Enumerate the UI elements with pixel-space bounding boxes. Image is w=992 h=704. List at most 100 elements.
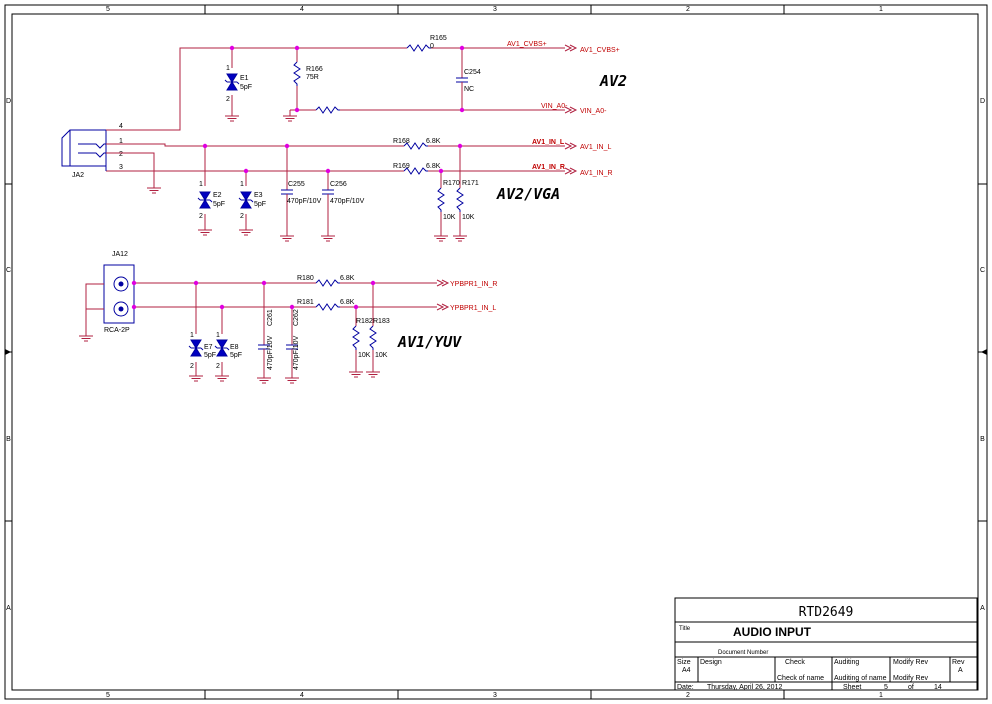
ja2-pin-2: 2 bbox=[119, 151, 123, 158]
size-value: A4 bbox=[682, 667, 691, 674]
r170-ref: R170 bbox=[443, 180, 460, 187]
tvs-diode-e1 bbox=[224, 73, 240, 91]
tvs-diode-e7 bbox=[188, 339, 204, 357]
zone-row-d: D bbox=[6, 98, 11, 105]
ground-ja12 bbox=[78, 329, 94, 342]
junction-ja12-pin-b bbox=[131, 304, 137, 310]
project-name: RTD2649 bbox=[799, 605, 854, 620]
ground-e1 bbox=[224, 109, 240, 122]
rev-label: Rev bbox=[952, 659, 965, 666]
c254-value: NC bbox=[464, 86, 474, 93]
zone-col-5-bottom: 5 bbox=[106, 692, 110, 699]
e1-ref: E1 bbox=[240, 75, 249, 82]
net-label-av1-in-r: AV1_IN_R bbox=[532, 164, 565, 171]
resistor-r180 bbox=[315, 279, 341, 287]
connector-ja12: JA12 RCA-2P bbox=[103, 251, 135, 334]
net-label-vin-a0: VIN_A0- bbox=[541, 103, 568, 110]
date-value: Thursday, April 26, 2012 bbox=[707, 684, 782, 691]
zone-row-b-right: B bbox=[980, 436, 985, 443]
r183-ref: R183 bbox=[373, 318, 390, 325]
section-title-av2: AV2 bbox=[599, 72, 627, 90]
ground-e3 bbox=[238, 223, 254, 236]
net-label-av1-in-l: AV1_IN_L bbox=[532, 139, 565, 146]
c262-ref: C262 bbox=[293, 309, 300, 326]
ground-c255 bbox=[279, 229, 295, 242]
port-av1-cvbs-label: AV1_CVBS+ bbox=[580, 47, 620, 54]
port-vin-a0-label: VIN_A0- bbox=[580, 108, 607, 115]
port-ypbpr1-in-r: YPBPR1_IN_R bbox=[436, 279, 497, 288]
e3-pin-1: 1 bbox=[240, 181, 244, 188]
r169-ref: R169 bbox=[393, 163, 410, 170]
resistor-r182 bbox=[352, 325, 360, 351]
port-av1-in-r-label: AV1_IN_R bbox=[580, 170, 613, 177]
modify-rev-2: Modify Rev bbox=[893, 675, 929, 682]
junction-e2 bbox=[202, 143, 208, 149]
junction-r166-top bbox=[294, 45, 300, 51]
ground-r166 bbox=[282, 109, 298, 122]
av2-cvbs-wiring bbox=[120, 47, 565, 131]
port-av1-cvbs: AV1_CVBS+ bbox=[564, 44, 620, 54]
port-ypbpr1-in-l: YPBPR1_IN_L bbox=[436, 303, 496, 312]
e3-pin-2: 2 bbox=[240, 213, 244, 220]
ground-c256 bbox=[320, 229, 336, 242]
r168-ref: R168 bbox=[393, 138, 410, 145]
e3-ref: E3 bbox=[254, 192, 263, 199]
connector-ja12-ref: JA12 bbox=[112, 251, 128, 258]
zone-col-4: 4 bbox=[300, 6, 304, 13]
e1-pin-1: 1 bbox=[226, 65, 230, 72]
e8-pin-2: 2 bbox=[216, 363, 220, 370]
e8-value: 5pF bbox=[230, 352, 242, 359]
port-av1-in-r: AV1_IN_R bbox=[564, 167, 613, 177]
zone-col-4-bottom: 4 bbox=[300, 692, 304, 699]
e2-ref: E2 bbox=[213, 192, 222, 199]
ground-c262 bbox=[284, 371, 300, 384]
zone-col-5: 5 bbox=[106, 6, 110, 13]
r182-ref: R182 bbox=[356, 318, 373, 325]
connector-ja2: JA2 4 1 2 3 bbox=[61, 123, 123, 179]
e8-ref: E8 bbox=[230, 344, 239, 351]
zone-col-3-bottom: 3 bbox=[493, 692, 497, 699]
junction-c255 bbox=[284, 143, 290, 149]
zone-col-2-bottom: 2 bbox=[686, 692, 690, 699]
zone-col-1: 1 bbox=[879, 6, 883, 13]
e2-value: 5pF bbox=[213, 201, 225, 208]
of-label: of bbox=[908, 684, 914, 691]
junction-e1-top bbox=[229, 45, 235, 51]
junction-r182 bbox=[353, 304, 359, 310]
sheet-title: AUDIO INPUT bbox=[733, 625, 812, 639]
r168-value: 6.8K bbox=[426, 138, 441, 145]
c255-value: 470pF/10V bbox=[287, 198, 322, 205]
section-title-av2-vga: AV2/VGA bbox=[496, 185, 560, 203]
zone-labels: 5 4 3 2 1 5 4 3 2 1 D C B A D C B A bbox=[6, 6, 985, 699]
c256-value: 470pF/10V bbox=[330, 198, 365, 205]
connector-ja12-type: RCA-2P bbox=[104, 327, 130, 334]
junction-e7 bbox=[193, 280, 199, 286]
port-ypbpr1-in-l-label: YPBPR1_IN_L bbox=[450, 305, 496, 312]
r180-value: 6.8K bbox=[340, 275, 355, 282]
junction-c261 bbox=[261, 280, 267, 286]
document-number-label: Document Number bbox=[718, 650, 768, 656]
e7-pin-1: 1 bbox=[190, 332, 194, 339]
resistor-r181 bbox=[315, 303, 341, 311]
sheet-total: 14 bbox=[934, 684, 942, 691]
e7-value: 5pF bbox=[204, 352, 216, 359]
r165-value: 0 bbox=[430, 43, 434, 50]
c261-ref: C261 bbox=[267, 309, 274, 326]
e7-pin-2: 2 bbox=[190, 363, 194, 370]
resistor-vin-series bbox=[315, 106, 341, 114]
e3-value: 5pF bbox=[254, 201, 266, 208]
e1-value: 5pF bbox=[240, 84, 252, 91]
ground-r171 bbox=[452, 229, 468, 242]
check-of-name: Check of name bbox=[777, 675, 824, 682]
title-block: RTD2649 Title AUDIO INPUT Document Numbe… bbox=[674, 597, 978, 691]
c254-ref: C254 bbox=[464, 69, 481, 76]
sheet-number: 5 bbox=[884, 684, 888, 691]
sheet-label: Sheet bbox=[843, 684, 861, 691]
e1-pin-2: 2 bbox=[226, 96, 230, 103]
ground-e7 bbox=[188, 369, 204, 382]
r181-value: 6.8K bbox=[340, 299, 355, 306]
resistor-r165 bbox=[406, 44, 432, 52]
zone-col-2: 2 bbox=[686, 6, 690, 13]
c262-value: 470pF/10V bbox=[293, 335, 300, 370]
